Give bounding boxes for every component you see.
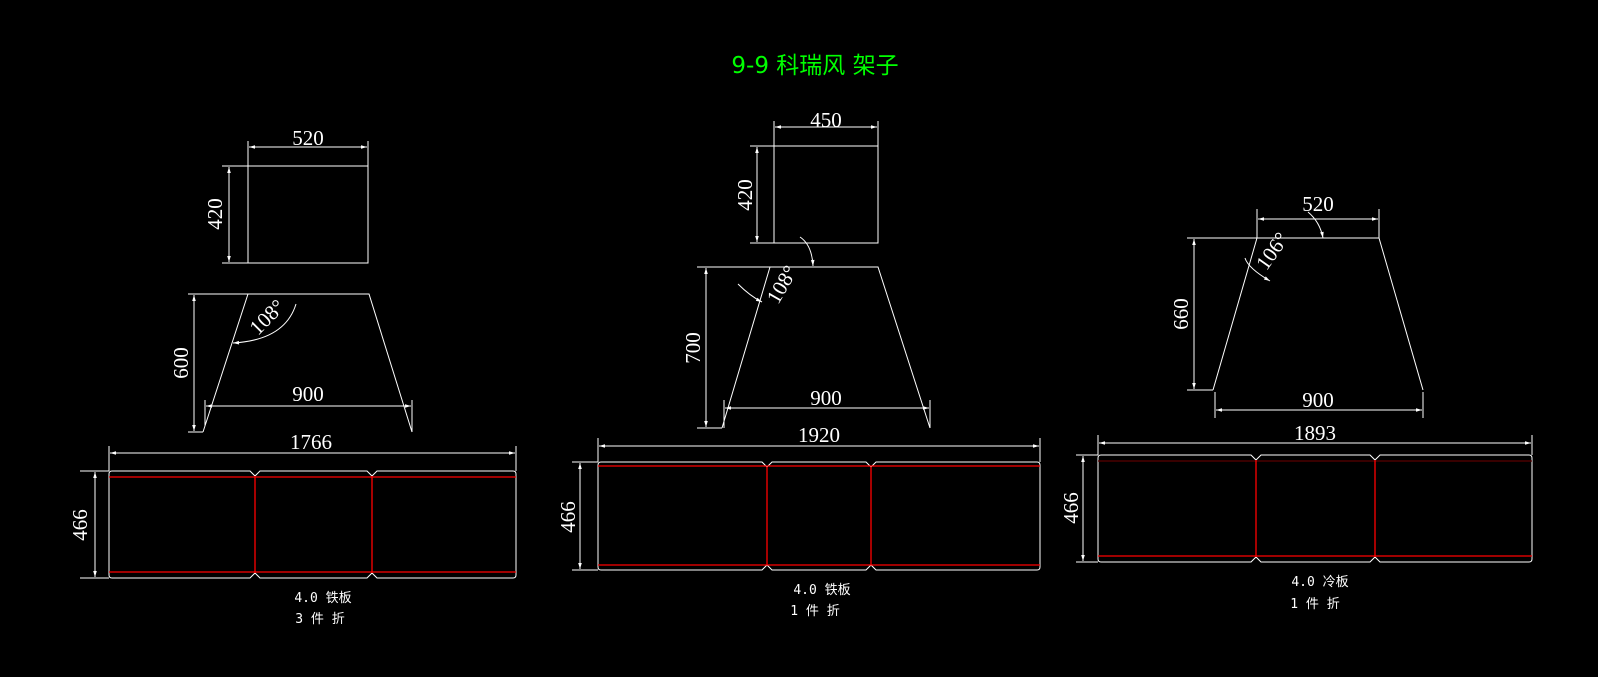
- strip-outline-bottom: [108, 572, 517, 579]
- trapezoid-outline: [202, 293, 413, 433]
- strip-outline-top: [1097, 454, 1533, 559]
- dimension-label: 466: [1059, 492, 1083, 524]
- material-label: 4.0 铁板: [793, 583, 850, 598]
- angle-label: 108°: [762, 261, 803, 308]
- dimension-label: 520: [292, 126, 324, 150]
- dimension-label: 466: [556, 501, 580, 533]
- strip-outline-top: [597, 461, 1041, 567]
- strip-outline-bottom: [1097, 556, 1533, 563]
- dimension-label: 700: [681, 332, 705, 364]
- strip-outline-top: [108, 470, 517, 575]
- dimension-label: 1893: [1294, 421, 1336, 445]
- box-outline: [773, 145, 879, 244]
- material-label: 4.0 铁板: [294, 591, 351, 606]
- angle-leader: [1244, 257, 1271, 282]
- dimension-label: 900: [292, 382, 324, 406]
- dimension-label: 520: [1302, 192, 1334, 216]
- trapezoid-outline: [721, 266, 931, 429]
- angle-leader: [737, 283, 763, 303]
- drawing-title: 9-9 科瑞风 架子: [731, 53, 898, 79]
- dimension-label: 450: [810, 108, 842, 132]
- strip-outline-bottom: [597, 564, 1041, 571]
- dimension-label: 420: [203, 198, 227, 230]
- trapezoid-outline: [1212, 237, 1424, 391]
- quantity-note: 1 件 折: [1290, 597, 1339, 612]
- material-label: 4.0 冷板: [1291, 575, 1348, 590]
- angle-leader: [1307, 211, 1324, 239]
- dimension-label: 420: [733, 179, 757, 211]
- dimension-label: 1766: [290, 430, 332, 454]
- dimension-label: 900: [810, 386, 842, 410]
- box-outline: [247, 165, 369, 264]
- quantity-note: 1 件 折: [790, 604, 839, 619]
- dimension-label: 600: [169, 347, 193, 379]
- angle-label: 108°: [244, 294, 289, 339]
- angle-leader: [799, 236, 815, 267]
- dimension-label: 900: [1302, 388, 1334, 412]
- dimension-label: 466: [68, 509, 92, 541]
- angle-arc: [232, 303, 297, 345]
- quantity-note: 3 件 折: [295, 612, 344, 627]
- dimension-label: 1920: [798, 423, 840, 447]
- dimension-label: 660: [1169, 298, 1193, 330]
